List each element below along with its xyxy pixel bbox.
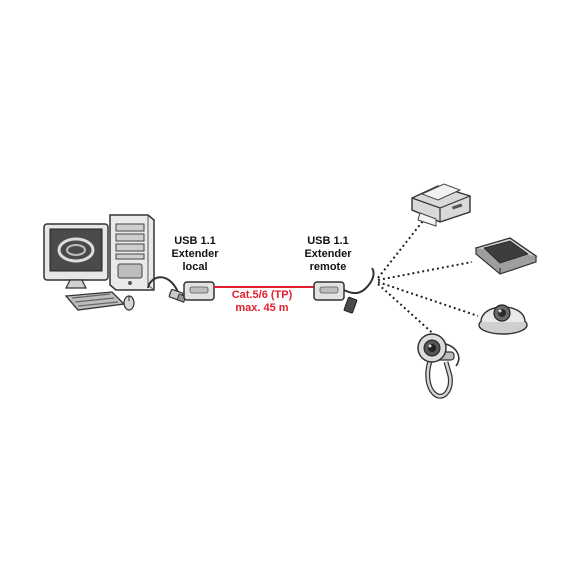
dotted-links	[377, 211, 479, 339]
remote-label-line1: USB 1.1	[307, 235, 349, 247]
keyboard-icon	[64, 291, 126, 311]
cable-label: Cat.5/6 (TP) max. 45 m	[214, 289, 310, 315]
tower-icon	[109, 214, 155, 291]
usb-extender-local-icon	[147, 276, 215, 303]
local-label-line3: local	[182, 261, 208, 273]
cable-label-line1: Cat.5/6 (TP)	[231, 289, 293, 301]
link-webcam	[377, 283, 439, 339]
local-extender-label: USB 1.1 Extender local	[160, 235, 230, 274]
remote-extender-label: USB 1.1 Extender remote	[288, 235, 368, 274]
link-dome-camera	[377, 281, 479, 317]
remote-label-line2: Extender	[304, 248, 352, 260]
link-printer	[377, 211, 431, 279]
mouse-icon	[123, 295, 135, 311]
scanner-icon	[474, 237, 538, 275]
computer-icon	[43, 214, 155, 311]
dome-camera-icon	[478, 304, 528, 335]
monitor-icon	[43, 223, 109, 289]
link-scanner	[377, 261, 473, 281]
usb-extender-remote-icon	[313, 267, 375, 314]
printer-icon	[411, 183, 471, 227]
cable-label-line2: max. 45 m	[235, 302, 289, 314]
webcam-icon	[417, 333, 460, 399]
local-label-line1: USB 1.1	[174, 235, 216, 247]
remote-label-line3: remote	[309, 261, 347, 273]
local-label-line2: Extender	[171, 248, 219, 260]
